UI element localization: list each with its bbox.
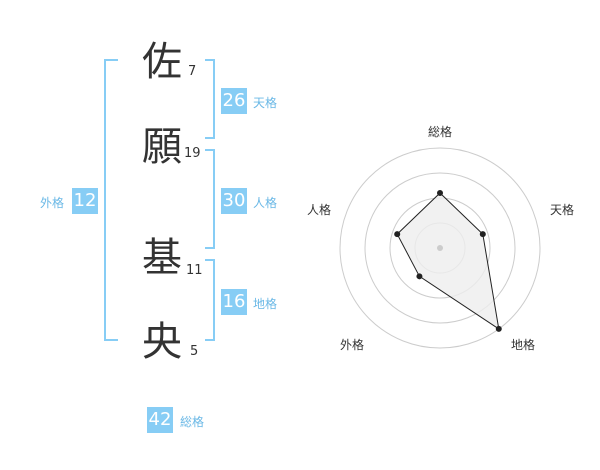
- chikaku-value: 16: [221, 289, 247, 315]
- jinkaku-value: 30: [221, 188, 247, 214]
- radar-axis-label-tenkaku: 天格: [550, 203, 575, 217]
- gaikaku-bracket: [104, 59, 118, 341]
- soukaku-value: 42: [147, 407, 173, 433]
- chikaku-label: 地格: [253, 297, 278, 311]
- radar-point-4: [394, 231, 401, 238]
- radar-axis-label-gaikaku: 外格: [340, 338, 365, 352]
- stroke-count-4: 5: [190, 344, 199, 359]
- jinkaku-label: 人格: [253, 196, 278, 210]
- radar-ring: [339, 147, 541, 349]
- stroke-count-3: 11: [186, 263, 203, 278]
- stroke-count-1: 7: [188, 64, 197, 79]
- name-char-3: 基: [142, 235, 182, 281]
- gaikaku-value: 12: [72, 188, 98, 214]
- name-char-2: 願: [142, 124, 182, 170]
- radar-axis-label-jinkaku: 人格: [307, 203, 332, 217]
- name-char-1: 佐: [142, 39, 182, 85]
- radar-axis-label-soukaku: 総格: [428, 125, 453, 139]
- gaikaku-label: 外格: [40, 196, 65, 210]
- soukaku-label: 総格: [180, 415, 205, 429]
- radar-series-polygon: [396, 192, 500, 330]
- jinkaku-bracket: [205, 149, 215, 249]
- radar-center-dot: [437, 245, 443, 251]
- radar-point-0: [437, 190, 443, 196]
- radar-point-3: [416, 273, 423, 280]
- radar-ring: [364, 172, 516, 324]
- radar-axis-label-chikaku: 地格: [511, 338, 536, 352]
- chikaku-bracket: [205, 259, 215, 341]
- name-char-4: 央: [142, 319, 182, 365]
- stroke-count-2: 19: [184, 146, 201, 161]
- tenkaku-bracket: [205, 59, 215, 139]
- tenkaku-value: 26: [221, 88, 247, 114]
- radar-point-2: [495, 325, 502, 332]
- radar-point-1: [479, 231, 486, 238]
- tenkaku-label: 天格: [253, 96, 278, 110]
